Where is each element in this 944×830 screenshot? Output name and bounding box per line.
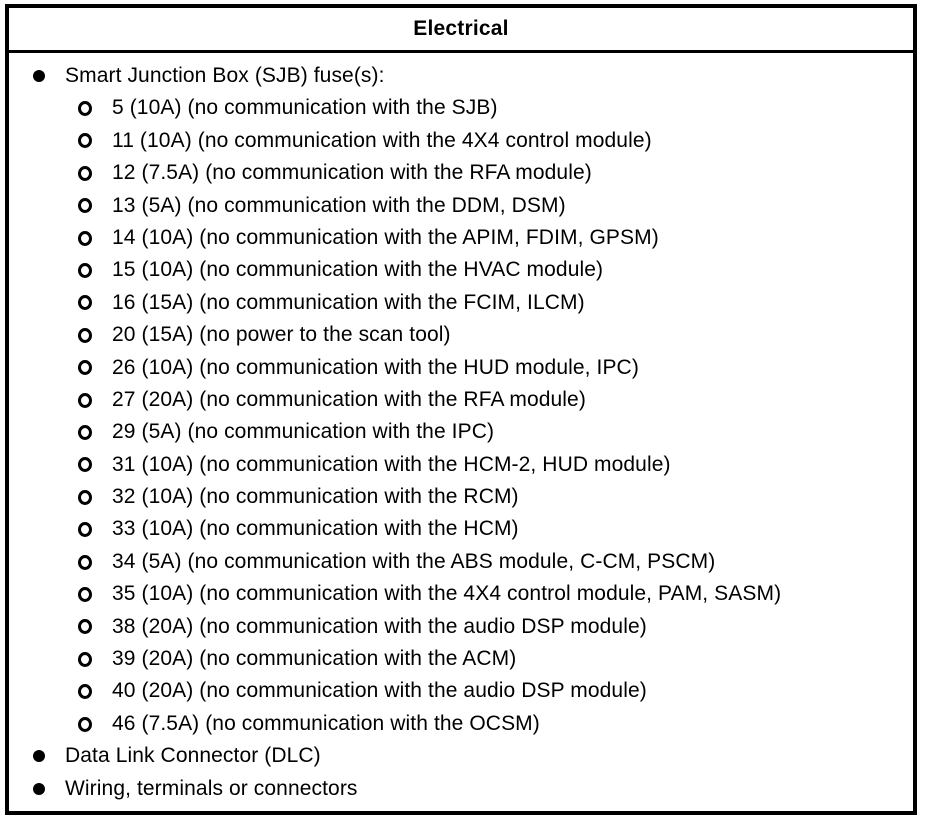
list-subitem: 27 (20A) (no communication with the RFA … xyxy=(9,384,913,416)
circle-bullet-icon xyxy=(78,327,92,343)
list-item-label: 33 (10A) (no communication with the HCM) xyxy=(112,517,519,541)
circle-bullet-icon xyxy=(78,295,92,311)
list-item-label: 29 (5A) (no communication with the IPC) xyxy=(112,420,495,444)
list-item-label: 27 (20A) (no communication with the RFA … xyxy=(112,387,586,411)
list-item-label: 31 (10A) (no communication with the HCM-… xyxy=(112,452,671,476)
list-subitem: 5 (10A) (no communication with the SJB) xyxy=(9,92,913,124)
circle-bullet-icon xyxy=(78,165,92,181)
list-subitem: 46 (7.5A) (no communication with the OCS… xyxy=(9,708,913,740)
circle-bullet-icon xyxy=(78,522,92,538)
electrical-table: Electrical Smart Junction Box (SJB) fuse… xyxy=(5,4,917,815)
circle-bullet-icon xyxy=(78,684,92,700)
list-item-label: 26 (10A) (no communication with the HUD … xyxy=(112,355,639,379)
table-title: Electrical xyxy=(413,17,509,40)
circle-bullet-icon xyxy=(78,392,92,408)
list-subitem: 11 (10A) (no communication with the 4X4 … xyxy=(9,125,913,157)
list-subitem: 26 (10A) (no communication with the HUD … xyxy=(9,352,913,384)
circle-bullet-icon xyxy=(78,101,92,117)
list-subitem: 38 (20A) (no communication with the audi… xyxy=(9,611,913,643)
list-item: Smart Junction Box (SJB) fuse(s): xyxy=(9,60,913,92)
list-item-label: Smart Junction Box (SJB) fuse(s): xyxy=(65,64,385,87)
list-subitem: 29 (5A) (no communication with the IPC) xyxy=(9,416,913,448)
list-subitem: 15 (10A) (no communication with the HVAC… xyxy=(9,254,913,286)
list-item: Data Link Connector (DLC) xyxy=(9,740,913,772)
list-item-label: Wiring, terminals or connectors xyxy=(65,776,358,800)
list-item-label: 5 (10A) (no communication with the SJB) xyxy=(112,96,498,120)
list-subitem: 16 (15A) (no communication with the FCIM… xyxy=(9,287,913,319)
list-item-label: 34 (5A) (no communication with the ABS m… xyxy=(112,549,716,573)
disc-bullet-icon xyxy=(33,70,45,83)
circle-bullet-icon xyxy=(78,360,92,376)
circle-bullet-icon xyxy=(78,716,92,732)
disc-bullet-icon xyxy=(33,782,45,795)
circle-bullet-icon xyxy=(78,133,92,149)
list-item-label: 46 (7.5A) (no communication with the OCS… xyxy=(112,711,540,735)
circle-bullet-icon xyxy=(78,457,92,473)
list-item-label: 12 (7.5A) (no communication with the RFA… xyxy=(112,161,592,185)
list-subitem: 40 (20A) (no communication with the audi… xyxy=(9,675,913,707)
list-item-label: 11 (10A) (no communication with the 4X4 … xyxy=(112,128,652,152)
circle-bullet-icon xyxy=(78,651,92,667)
list-item-label: 20 (15A) (no power to the scan tool) xyxy=(112,323,451,347)
list-item-label: 35 (10A) (no communication with the 4X4 … xyxy=(112,582,782,606)
disc-bullet-icon xyxy=(33,750,45,763)
list-item-label: 40 (20A) (no communication with the audi… xyxy=(112,679,647,703)
list-subitem: 13 (5A) (no communication with the DDM, … xyxy=(9,190,913,222)
circle-bullet-icon xyxy=(78,424,92,440)
list-subitem: 20 (15A) (no power to the scan tool) xyxy=(9,319,913,351)
list-subitem: 12 (7.5A) (no communication with the RFA… xyxy=(9,157,913,189)
electrical-list: Smart Junction Box (SJB) fuse(s): 5 (10A… xyxy=(9,53,913,805)
circle-bullet-icon xyxy=(78,230,92,246)
list-item-label: 14 (10A) (no communication with the APIM… xyxy=(112,225,659,249)
circle-bullet-icon xyxy=(78,198,92,214)
list-item: Wiring, terminals or connectors xyxy=(9,773,913,805)
circle-bullet-icon xyxy=(78,263,92,279)
list-item-label: Data Link Connector (DLC) xyxy=(65,744,321,768)
list-subitem: 14 (10A) (no communication with the APIM… xyxy=(9,222,913,254)
circle-bullet-icon xyxy=(78,489,92,505)
list-item-label: 16 (15A) (no communication with the FCIM… xyxy=(112,290,585,314)
list-subitem: 35 (10A) (no communication with the 4X4 … xyxy=(9,578,913,610)
circle-bullet-icon xyxy=(78,554,92,570)
list-subitem: 33 (10A) (no communication with the HCM) xyxy=(9,513,913,545)
table-header: Electrical xyxy=(9,8,913,53)
list-subitem: 34 (5A) (no communication with the ABS m… xyxy=(9,546,913,578)
list-item-label: 32 (10A) (no communication with the RCM) xyxy=(112,485,519,509)
circle-bullet-icon xyxy=(78,586,92,602)
list-subitem: 32 (10A) (no communication with the RCM) xyxy=(9,481,913,513)
list-item-label: 13 (5A) (no communication with the DDM, … xyxy=(112,193,566,217)
list-item-label: 38 (20A) (no communication with the audi… xyxy=(112,614,647,638)
list-item-label: 39 (20A) (no communication with the ACM) xyxy=(112,647,517,671)
circle-bullet-icon xyxy=(78,619,92,635)
list-subitem: 31 (10A) (no communication with the HCM-… xyxy=(9,449,913,481)
list-item-label: 15 (10A) (no communication with the HVAC… xyxy=(112,258,604,282)
list-subitem: 39 (20A) (no communication with the ACM) xyxy=(9,643,913,675)
